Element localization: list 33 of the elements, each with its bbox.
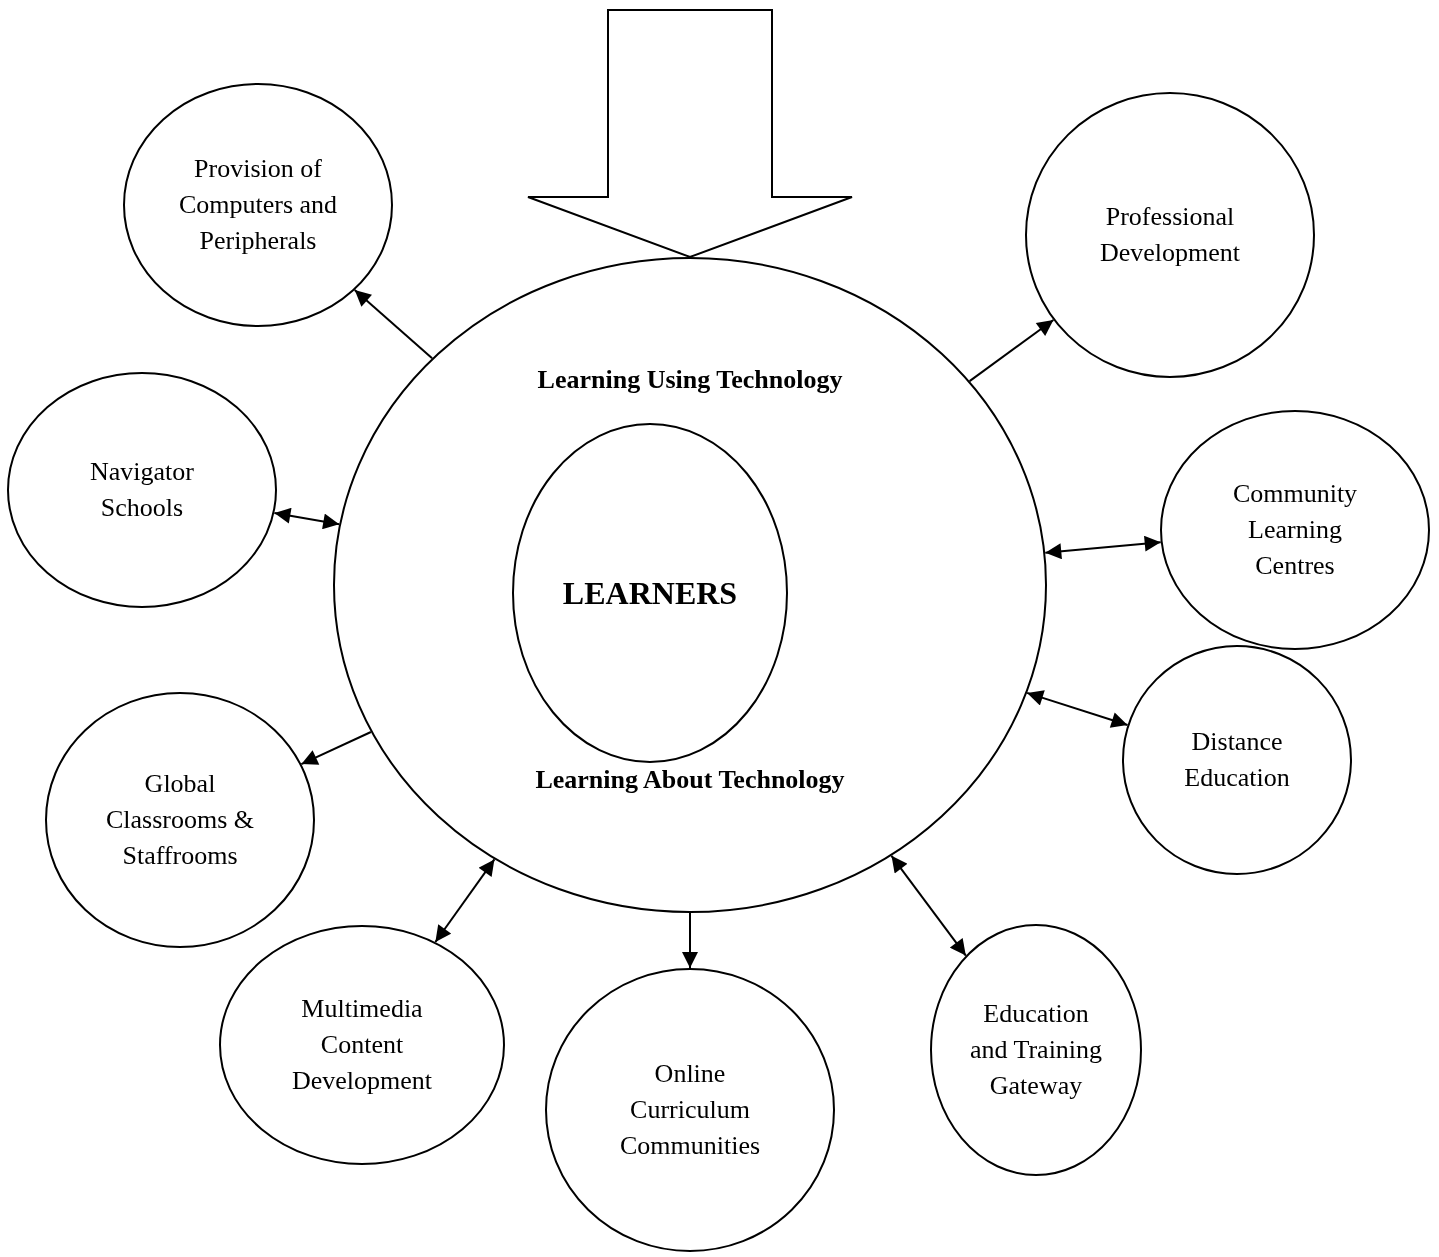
ring-label: Learning About Technology bbox=[534, 764, 846, 796]
node-label: Multimedia Content Development bbox=[290, 993, 434, 1097]
circle-node bbox=[45, 692, 315, 948]
node-label: Distance Education bbox=[1183, 726, 1291, 794]
double-headed-arrow bbox=[434, 858, 496, 943]
circle-node bbox=[1025, 92, 1315, 378]
node-label: Navigator Schools bbox=[89, 456, 195, 524]
circle-node bbox=[333, 257, 1047, 913]
node-label: Global Classrooms & Staffrooms bbox=[104, 768, 256, 872]
arrow bbox=[682, 912, 698, 969]
node-label: Education and Training Gateway bbox=[968, 998, 1104, 1102]
circle-node bbox=[545, 968, 835, 1252]
circle-node bbox=[219, 925, 505, 1165]
circle-node bbox=[1122, 645, 1352, 875]
arrow bbox=[353, 289, 434, 360]
node-label: Professional Development bbox=[1098, 201, 1242, 269]
circle-node bbox=[123, 83, 393, 327]
node-label: Online Curriculum Communities bbox=[618, 1058, 762, 1162]
node-label: LEARNERS bbox=[561, 575, 739, 611]
double-headed-arrow bbox=[1044, 535, 1162, 560]
circle-node bbox=[930, 924, 1142, 1176]
arrow bbox=[968, 319, 1055, 383]
circle-node bbox=[1160, 410, 1430, 650]
node-label: Community Learning Centres bbox=[1231, 478, 1359, 582]
circle-node bbox=[7, 372, 277, 608]
circle-node bbox=[512, 423, 788, 763]
node-label: Provision of Computers and Peripherals bbox=[177, 153, 339, 257]
double-headed-arrow bbox=[890, 854, 967, 957]
double-headed-arrow bbox=[273, 507, 341, 530]
double-headed-arrow bbox=[1026, 690, 1129, 728]
arrow bbox=[300, 731, 372, 766]
block-arrow bbox=[527, 9, 853, 259]
ring-label: Learning Using Technology bbox=[536, 364, 844, 396]
